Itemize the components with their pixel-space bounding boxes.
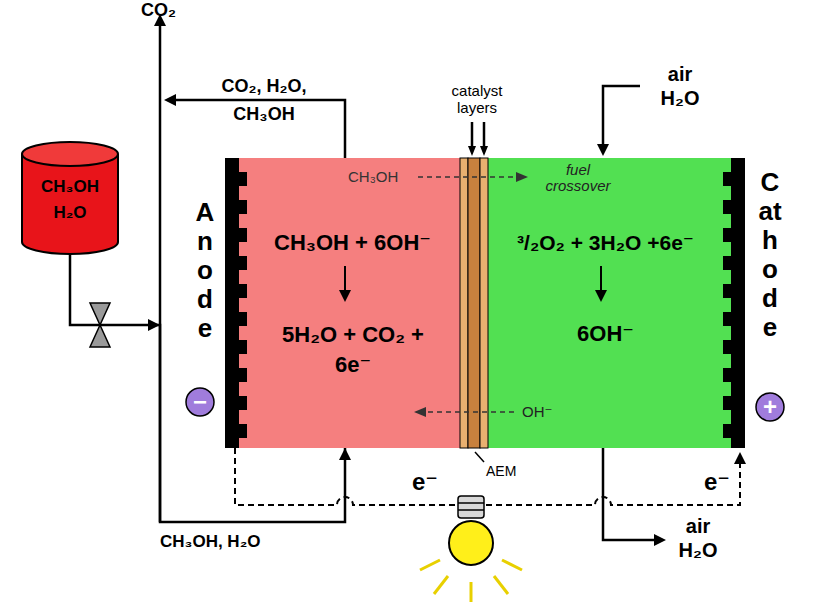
connector-arrowhead [339,448,351,460]
reaction-arrowheads [339,290,607,302]
edge-label: CH₃OH, H₂O [160,532,260,552]
electron-label: e⁻ [412,468,438,496]
membrane-label: AEM [486,463,516,479]
anode-electrode [225,158,239,448]
tank-top [22,142,118,166]
anode-chamber-node: AnodeCH₃OH + 6OH⁻5H₂O + CO₂ + 6e⁻ [245,158,460,448]
electrode-name: Cathode [757,168,783,342]
terminal-sign: + [756,393,784,421]
node-text: CH₃OH + 6OH⁻ [245,230,460,256]
terminal-sign: − [186,388,214,416]
light-bulb [420,496,522,602]
reaction-arrows [345,266,601,292]
node-text: CH₃OH H₂O [30,174,110,226]
fuel-tank-node: CH₃OH H₂O [22,150,118,250]
transport-arrows [418,177,518,412]
catalyst-layer [460,158,468,448]
flow-arrowheads [148,14,666,546]
node-text: ³/₂O₂ + 3H₂O +6e⁻ [488,230,723,256]
electron-circuit [235,448,740,505]
flow-lines [160,22,655,540]
catalyst-layer [480,158,488,448]
anode-electrode-teeth [239,172,247,438]
air-inlet-label: air H₂O [650,62,710,110]
membrane [468,158,480,448]
crossover-species: CH₃OH [348,168,398,185]
cathode-electrode-teeth [723,172,731,438]
aem-leader [475,452,484,462]
crossover-label: fuel crossover [532,162,624,194]
hydroxide-label: OH⁻ [522,403,552,421]
transport-arrowheads [414,172,528,417]
anode-chamber [225,158,462,448]
air-outlet-label: air H₂O [668,514,728,562]
node-text: 6OH⁻ [528,321,683,347]
circuit-arrowhead [734,452,746,464]
exhaust-label: CO₂ [141,0,176,21]
positive-terminal [756,393,784,421]
negative-terminal [186,388,214,416]
catalyst-label: catalyst layers [432,82,522,116]
cathode-electrode [731,158,745,448]
cathode-chamber [488,158,745,448]
electrode-name: Anode [192,198,218,343]
electron-label: e⁻ [704,468,730,496]
node-text: 5H₂O + CO₂ + 6e⁻ [273,320,433,380]
fuel-tank [22,154,118,254]
outlet-label: CO₂, H₂O, CH₃OH [208,72,320,128]
